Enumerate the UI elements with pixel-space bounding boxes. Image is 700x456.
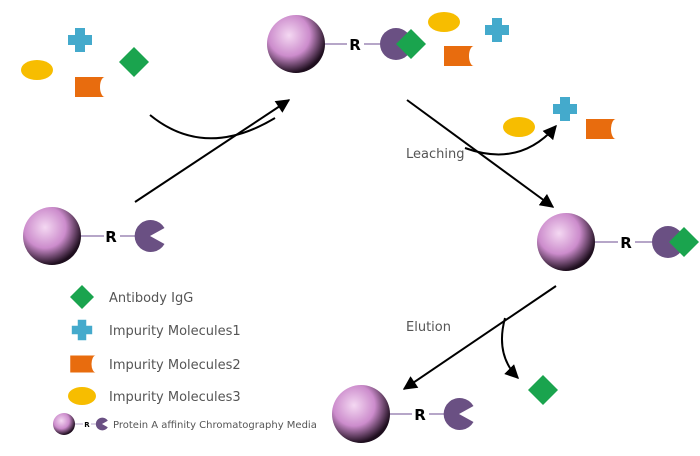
legend-item-impurity1: Impurity Molecules1 bbox=[71, 319, 241, 341]
legend-label-antibody: Antibody IgG bbox=[109, 291, 193, 306]
antibody-icon bbox=[119, 47, 149, 77]
bead-icon bbox=[53, 413, 75, 435]
legend-label-media: Protein A affinity Chromatography Media bbox=[113, 420, 317, 431]
ligand-icon bbox=[95, 417, 108, 431]
bead-empty-bottom: R bbox=[332, 385, 474, 443]
legend-item-antibody: Antibody IgG bbox=[70, 285, 193, 309]
impurity3-icon bbox=[21, 60, 53, 80]
impurity2-icon bbox=[444, 46, 474, 66]
legend-label-impurity1: Impurity Molecules1 bbox=[109, 324, 241, 339]
legend: Antibody IgG Impurity Molecules1 Impurit… bbox=[53, 285, 317, 435]
impurity1-icon bbox=[485, 18, 509, 42]
leached-impurities bbox=[503, 97, 616, 139]
ligand-r-label: R bbox=[84, 421, 90, 429]
legend-item-media: R Protein A affinity Chromatography Medi… bbox=[53, 413, 317, 435]
legend-label-impurity3: Impurity Molecules3 bbox=[109, 390, 241, 405]
elution-label: Elution bbox=[406, 320, 451, 335]
ligand-r-label: R bbox=[620, 234, 632, 252]
bead-icon bbox=[23, 207, 81, 265]
binding-arrow bbox=[134, 99, 291, 203]
bead-empty-left: R bbox=[23, 207, 165, 265]
impurity2-icon bbox=[75, 77, 105, 97]
bead-bound-right: R bbox=[537, 213, 699, 271]
legend-item-impurity3: Impurity Molecules3 bbox=[68, 387, 241, 405]
impurity1-icon bbox=[71, 319, 93, 341]
passing-impurities bbox=[428, 12, 509, 66]
impurity3-icon bbox=[503, 117, 535, 137]
leaching-label: Leaching bbox=[406, 147, 464, 162]
binding-curve bbox=[149, 114, 276, 140]
legend-label-impurity2: Impurity Molecules2 bbox=[109, 358, 241, 373]
legend-item-impurity2: Impurity Molecules2 bbox=[70, 355, 241, 373]
process-arrows bbox=[134, 99, 557, 390]
ligand-r-label: R bbox=[414, 406, 426, 424]
bead-icon bbox=[537, 213, 595, 271]
ligand-icon bbox=[443, 398, 474, 430]
impurity3-icon bbox=[68, 387, 96, 405]
impurity1-icon bbox=[68, 28, 92, 52]
initial-mixture bbox=[21, 28, 149, 97]
elution-curve bbox=[501, 317, 519, 379]
impurity1-icon bbox=[553, 97, 577, 121]
ligand-icon bbox=[134, 220, 165, 252]
elution-arrow bbox=[402, 285, 557, 390]
eluted-antibody-icon bbox=[528, 375, 558, 405]
impurity2-icon bbox=[70, 355, 96, 373]
bead-icon bbox=[267, 15, 325, 73]
impurity2-icon bbox=[586, 119, 616, 139]
bead-icon bbox=[332, 385, 390, 443]
antibody-icon bbox=[70, 285, 94, 309]
bead-bound-top: R bbox=[267, 15, 426, 73]
leaching-curve bbox=[464, 124, 557, 156]
ligand-icon bbox=[652, 226, 684, 258]
ligand-r-label: R bbox=[105, 228, 117, 246]
ligand-r-label: R bbox=[349, 36, 361, 54]
leaching-arrow bbox=[406, 99, 555, 208]
impurity3-icon bbox=[428, 12, 460, 32]
